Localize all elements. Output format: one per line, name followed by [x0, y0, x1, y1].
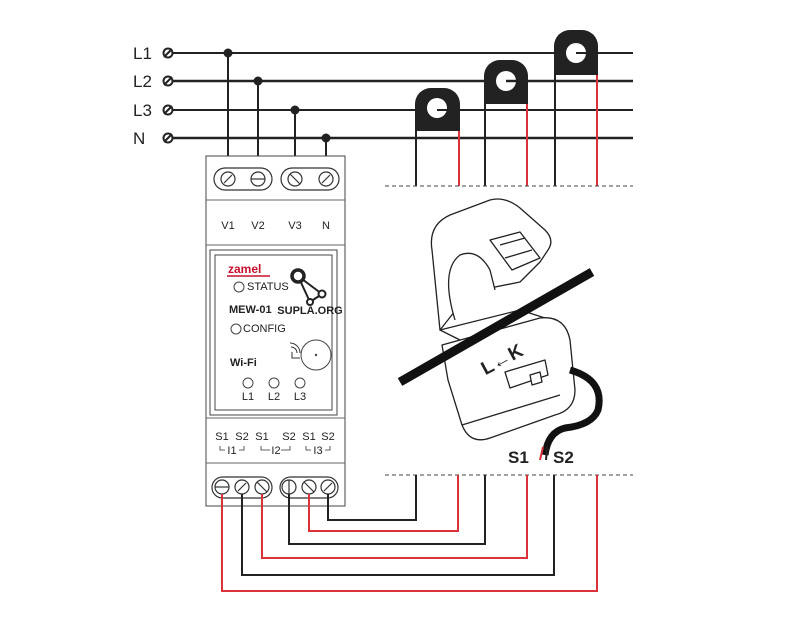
ct-l1: [554, 30, 598, 186]
group-label-i3: I3: [313, 445, 322, 457]
wifi-label: Wi-Fi: [230, 357, 257, 369]
wifi-icon: [289, 342, 301, 359]
ct-wiring: [221, 474, 633, 592]
clamp-lead-label-s2: S2: [553, 448, 574, 467]
terminal-label-s1-3: S1: [302, 431, 315, 443]
terminal-label-v3: V3: [288, 220, 301, 232]
line-label-l3: L3: [133, 101, 152, 120]
status-label: STATUS: [247, 281, 289, 293]
terminal-label-v1: V1: [221, 220, 234, 232]
terminal-label-s2-3: S2: [321, 431, 334, 443]
brand-logo: zamel: [228, 262, 261, 276]
terminal-label-v2: V2: [251, 220, 264, 232]
group-label-i1: I1: [227, 445, 236, 457]
led-label-l3: L3: [294, 391, 306, 403]
line-label-l2: L2: [133, 72, 152, 91]
terminal-label-s2-2: S2: [282, 431, 295, 443]
config-label: CONFIG: [243, 323, 286, 335]
line-label-n: N: [133, 129, 145, 148]
supla-logo-text: SUPLA.ORG: [277, 305, 342, 317]
line-label-l1: L1: [133, 44, 152, 63]
split-core-ct-illustration: [397, 198, 603, 461]
terminal-label-s2-1: S2: [235, 431, 248, 443]
terminal-label-s1-1: S1: [215, 431, 228, 443]
clamp-lead-label-s1: S1: [508, 448, 529, 467]
voltage-terminal-block: [213, 167, 340, 191]
current-transformers: [385, 30, 633, 187]
current-terminal-block: [211, 476, 339, 499]
ct-l2: [484, 60, 528, 186]
terminal-label-n: N: [322, 220, 330, 232]
supla-logo-icon: [290, 268, 327, 306]
meter-module: V1 V2 V3 N zamel STATUS MEW-01 CONFIG SU…: [205, 155, 346, 507]
ct-l3: [415, 88, 460, 186]
model-name: MEW-01: [229, 304, 272, 316]
terminal-label-s1-2: S1: [255, 431, 268, 443]
led-label-l2: L2: [268, 391, 280, 403]
config-button[interactable]: [300, 339, 332, 371]
group-label-i2: I2: [271, 445, 280, 457]
led-label-l1: L1: [242, 391, 254, 403]
